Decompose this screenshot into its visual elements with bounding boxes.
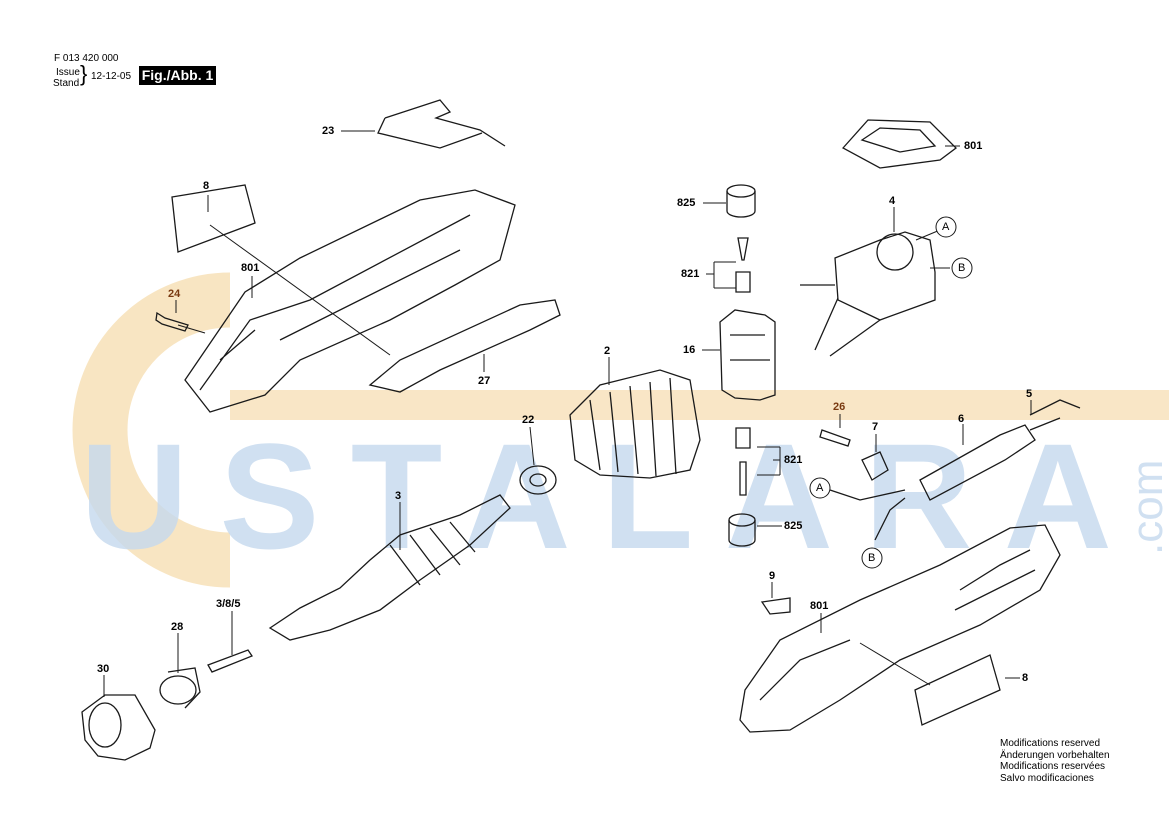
part-24-screw [155, 311, 189, 332]
label-23: 23 [322, 125, 335, 137]
label-3: 3 [395, 490, 402, 502]
label-b-bottom: B [868, 552, 876, 564]
note-de: Änderungen vorbehalten [1000, 749, 1110, 761]
issue-date: 12-12-05 [91, 71, 132, 82]
connection-markers [809, 216, 973, 569]
watermark-bar [230, 390, 1169, 420]
housing-left-ribs [199, 214, 471, 391]
housing-right-ribs [759, 549, 1036, 701]
part-3-armature [268, 494, 511, 641]
part-801-housing-right [739, 524, 1061, 733]
part-number: F 013 420 000 [54, 53, 119, 64]
parts [81, 99, 1081, 761]
part-801-cap [841, 119, 957, 169]
part-7-clamp [861, 451, 889, 481]
part-6-cord-guard [919, 424, 1036, 501]
watermark: USTALARA .com [72, 272, 1169, 588]
part-9-plate [760, 597, 791, 615]
part-825-top-cylinder [726, 184, 756, 198]
modification-notes: Modifications reserved Änderungen vorbeh… [1000, 738, 1110, 784]
part-30-bore [88, 702, 122, 748]
label-821-bottom: 821 [784, 454, 803, 466]
label-801-left: 801 [241, 262, 260, 274]
part-4-wires [800, 284, 881, 357]
marker-a-top [935, 216, 957, 238]
label-8-top: 8 [203, 180, 210, 192]
part-385-collet [207, 649, 253, 673]
part-27-slider [368, 299, 561, 393]
issue-label: Issue [56, 67, 80, 78]
leader-lines [103, 130, 1032, 697]
label-30: 30 [97, 663, 110, 675]
brace-symbol: } [80, 61, 88, 86]
label-821-top: 821 [681, 268, 700, 280]
part-8-label-plate [171, 184, 256, 253]
part-821-bottom [735, 427, 751, 496]
part-28-nut [159, 675, 197, 705]
part-825-bottom-body [728, 520, 756, 547]
label-22: 22 [522, 414, 535, 426]
label-4: 4 [889, 195, 896, 207]
label-3-8-5: 3/8/5 [216, 598, 241, 610]
label-5: 5 [1026, 388, 1033, 400]
label-a-bottom: A [816, 482, 824, 494]
label-7: 7 [872, 421, 879, 433]
label-801-right: 801 [810, 600, 829, 612]
label-24: 24 [168, 288, 181, 300]
part-23-clip [377, 99, 506, 149]
marker-a-bottom [809, 477, 831, 499]
note-en: Modifications reserved [1000, 738, 1101, 749]
label-a-top: A [942, 221, 950, 233]
figure-badge: Fig./Abb. 1 [139, 66, 216, 85]
label-16: 16 [683, 344, 696, 356]
part-22-bearing [519, 465, 557, 495]
part-2-windings [589, 377, 677, 477]
note-fr: Modifications reservées [1000, 761, 1106, 773]
part-3-laminations [389, 521, 476, 586]
part-22-bore [529, 473, 547, 487]
part-5-cord [1029, 399, 1081, 431]
label-27: 27 [478, 375, 491, 387]
watermark-arc [72, 272, 231, 588]
marker-b-bottom [861, 547, 883, 569]
wire-a-b-lower [829, 489, 906, 541]
note-es: Salvo modificaciones [1000, 772, 1094, 784]
label-9: 9 [769, 570, 776, 582]
marker-b-top [951, 257, 973, 279]
label-2: 2 [604, 345, 611, 357]
part-4-wheel [876, 233, 914, 271]
label-825-top: 825 [677, 197, 696, 209]
part-16-switch [719, 309, 776, 401]
label-6: 6 [958, 413, 965, 425]
part-8-label-plate-right [914, 654, 1001, 726]
label-825-bottom: 825 [784, 520, 803, 532]
part-26-screw [819, 429, 851, 447]
watermark-text: USTALARA [80, 412, 1120, 580]
label-801-cap: 801 [964, 140, 983, 152]
label-b-top: B [958, 262, 966, 274]
label-28: 28 [171, 621, 184, 633]
part-825-top-body [726, 191, 756, 218]
part-30-nosecap [81, 694, 156, 761]
part-821-top [735, 237, 751, 293]
label-8-bottom: 8 [1022, 672, 1029, 684]
part-801-housing-left [184, 189, 516, 413]
watermark-suffix: .com [1123, 460, 1169, 555]
part-2-field [569, 369, 701, 479]
part-4-speed-control [834, 231, 936, 321]
part-28-thread [167, 667, 201, 709]
label-26: 26 [833, 401, 846, 413]
stand-label: Stand [53, 78, 80, 89]
